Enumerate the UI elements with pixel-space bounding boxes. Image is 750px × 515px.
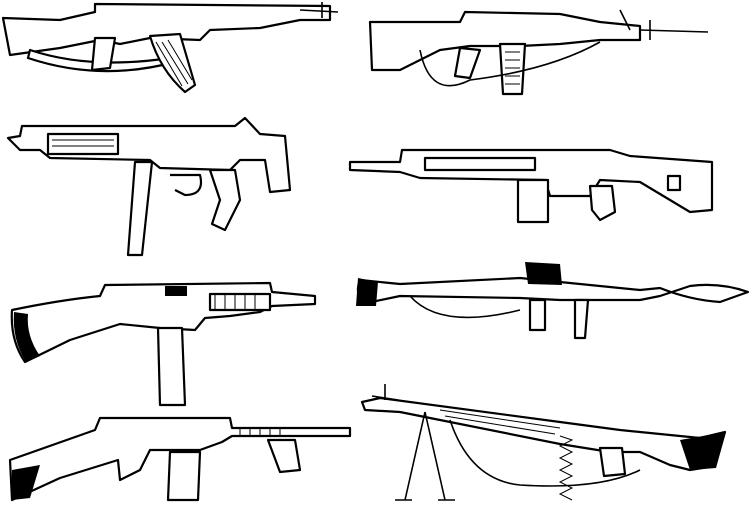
machine-gun-illustration	[360, 384, 727, 501]
rifle-illustration-1	[1, 2, 339, 94]
smg-illustration-1	[6, 116, 292, 257]
smg-illustration-2	[10, 281, 317, 407]
smg-illustration-3	[8, 416, 352, 502]
rifle-illustration-2	[368, 9, 709, 96]
rpg-illustration	[356, 262, 750, 340]
rifle-illustration-3	[348, 148, 714, 224]
